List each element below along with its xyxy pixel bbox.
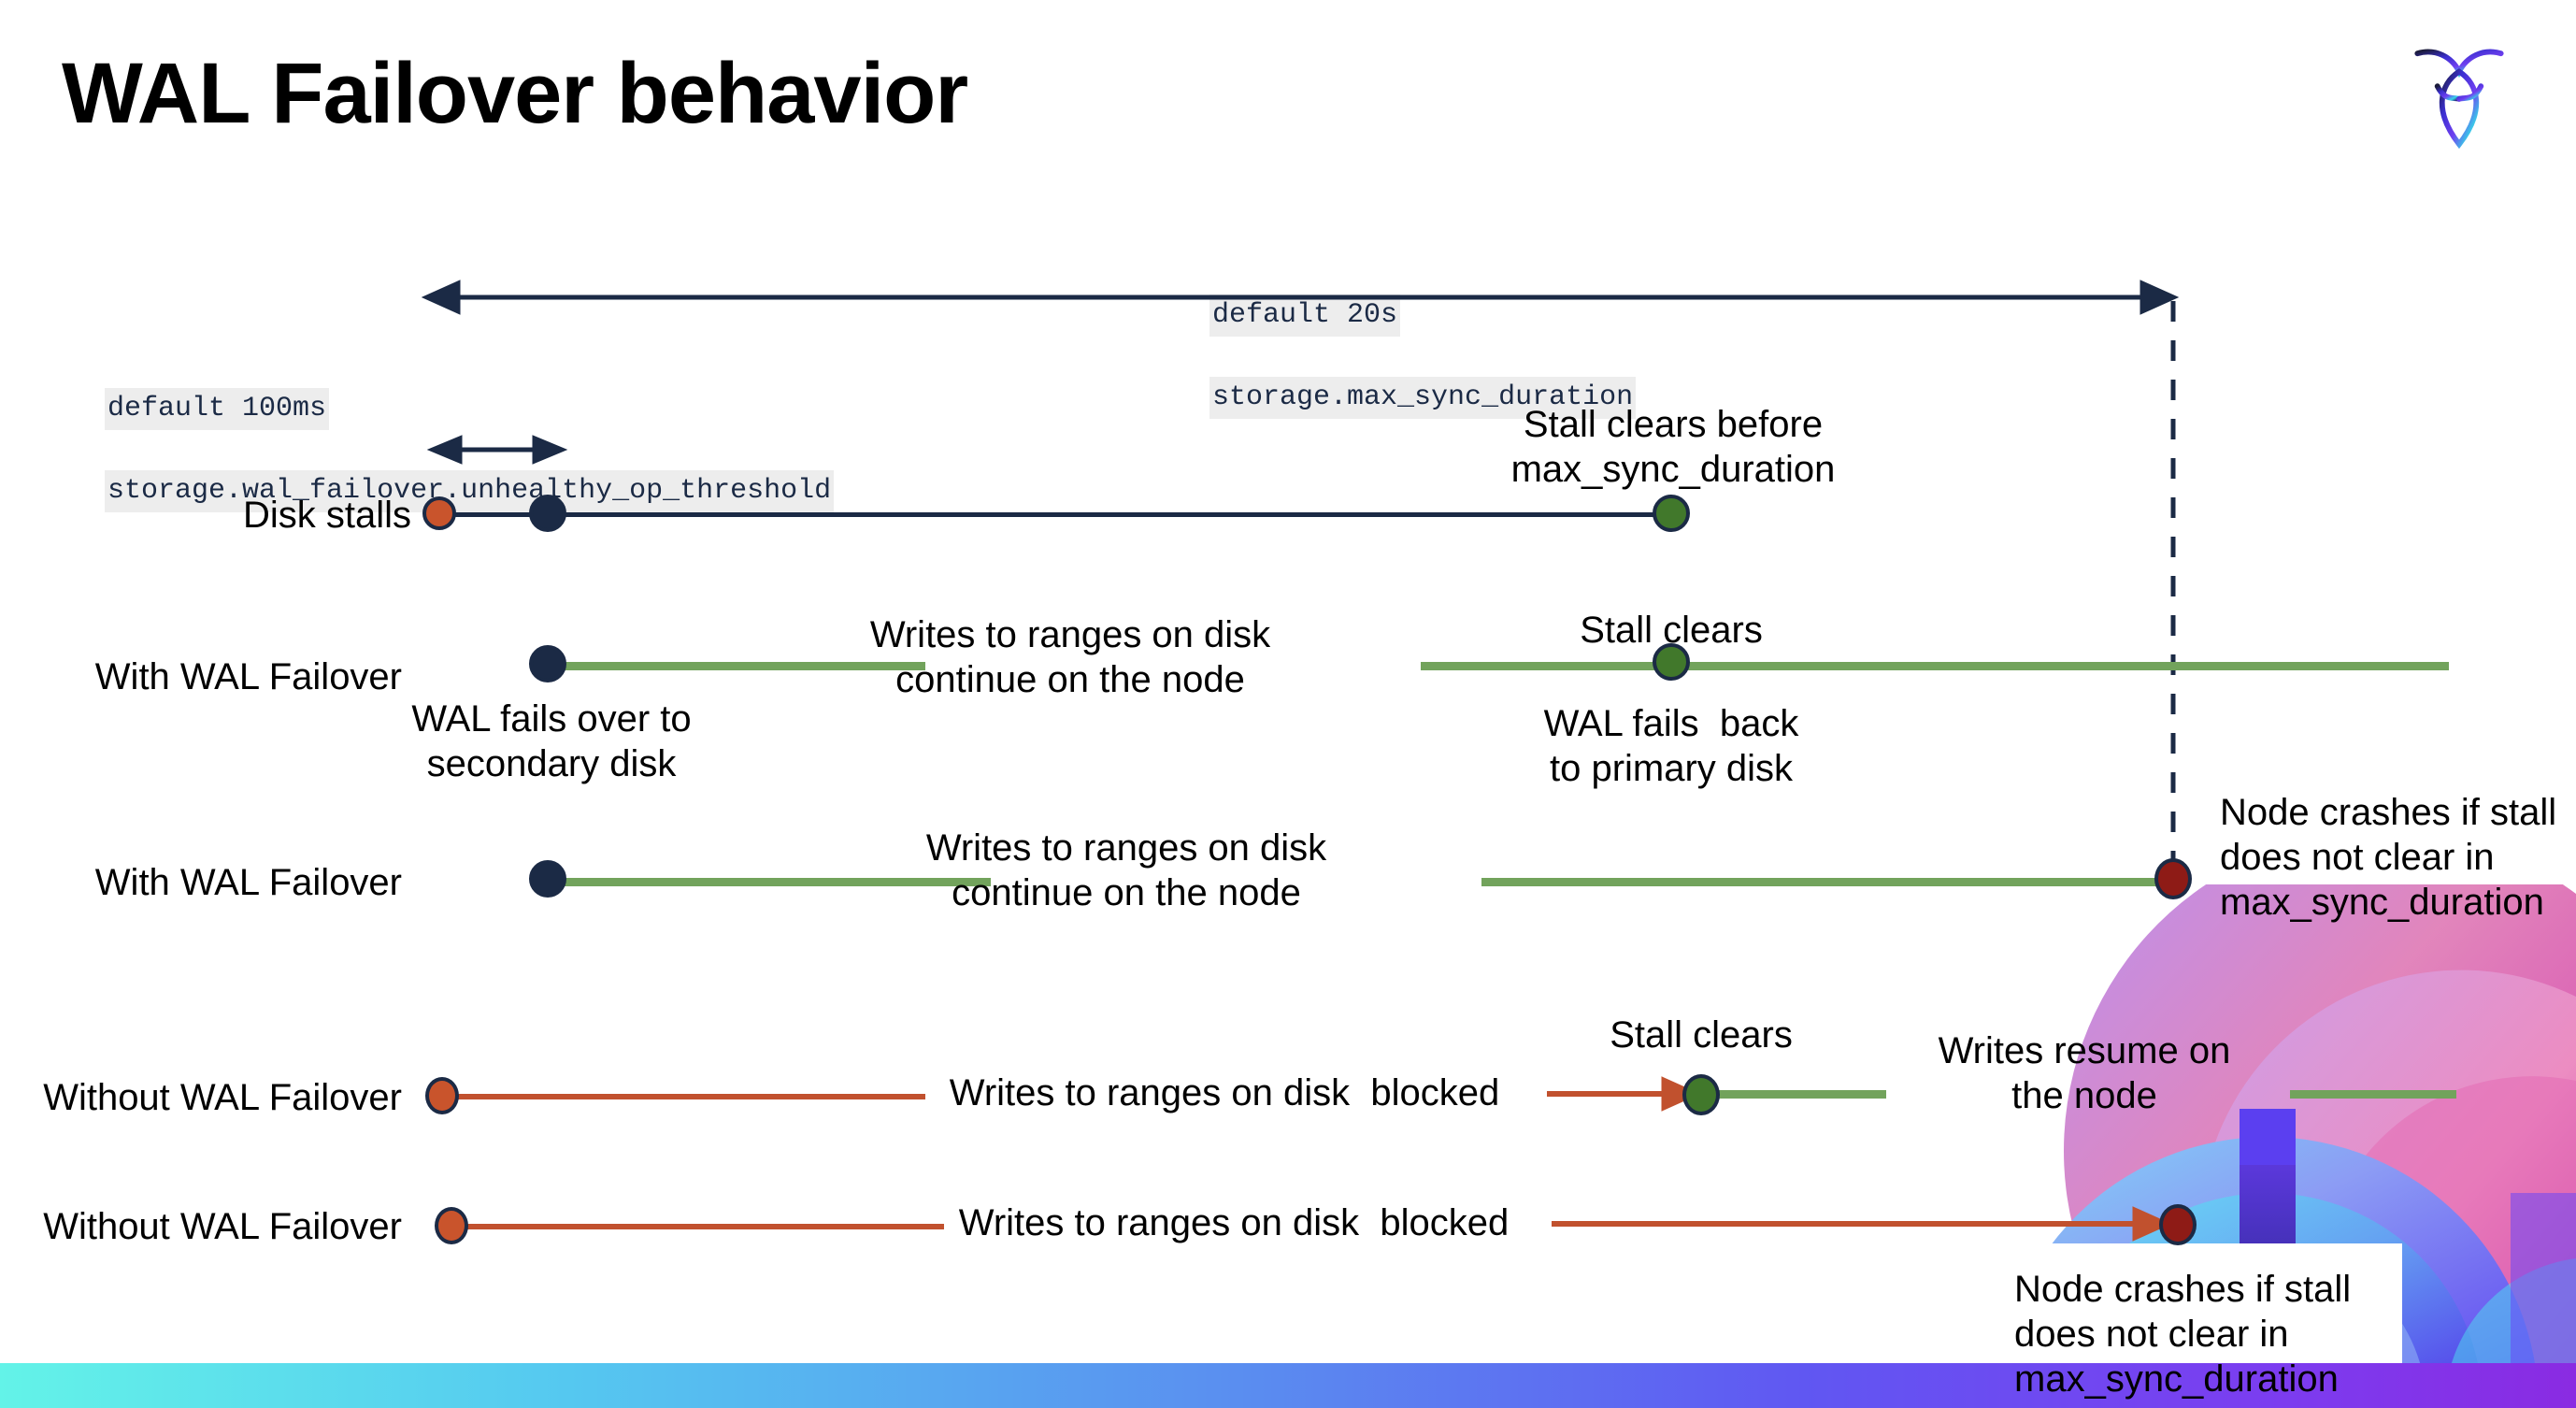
without-wal-failover-1-blocked-line	[449, 1094, 925, 1099]
note-wal-fails-back: WAL fails back to primary disk	[1543, 703, 1799, 789]
disk-stall-start-dot	[422, 496, 456, 530]
note-stall-clears-before-max-sync: Stall clears before max_sync_duration	[1510, 404, 1836, 490]
note-writes-continue-1: Writes to ranges on disk continue on the…	[869, 614, 1271, 700]
node-crash-dot-1	[2154, 858, 2192, 899]
note-wal-fails-over: WAL fails over to secondary disk	[411, 698, 692, 784]
with-wal-failover-2-segment-a	[542, 878, 991, 886]
disk-stall-clear-dot	[1653, 495, 1690, 532]
callout-unhealthy-op-threshold: default 100ms storage.wal_failover.unhea…	[37, 348, 835, 553]
row-label-without-wal-failover-1: Without WAL Failover	[43, 1077, 402, 1118]
node-crash-dot-2	[2159, 1204, 2197, 1245]
note-writes-resume: Writes resume on the node	[1938, 1030, 2231, 1116]
with-wal-failover-1-segment-a	[542, 662, 925, 670]
row-label-without-wal-failover-2: Without WAL Failover	[43, 1206, 402, 1247]
without-wal-failover-2-blocked-line	[458, 1224, 944, 1229]
bottom-gradient-bar	[0, 1363, 2576, 1408]
note-writes-continue-2: Writes to ranges on disk continue on the…	[925, 827, 1327, 913]
disk-stall-start-dot-2	[425, 1077, 459, 1114]
page-title: WAL Failover behavior	[62, 46, 968, 141]
callout-unhealthy-setting: storage.wal_failover.unhealthy_op_thresh…	[105, 470, 835, 512]
disk-stalls-timeline	[439, 512, 1673, 517]
without-wal-failover-1-resume-line-a	[1718, 1090, 1886, 1099]
stall-clear-dot-2	[1682, 1074, 1720, 1115]
wal-failback-dot	[1653, 643, 1690, 681]
callout-max-sync-duration: default 20s storage.max_sync_duration	[1142, 254, 1637, 459]
row-label-with-wal-failover-2: With WAL Failover	[94, 862, 402, 903]
cockroachdb-logo-icon	[2414, 49, 2504, 150]
row-label-disk-stalls: Disk stalls	[242, 495, 411, 536]
wal-failover-trigger-dot	[529, 495, 566, 532]
with-wal-failover-2-segment-b	[1481, 878, 2173, 886]
callout-max-sync-default: default 20s	[1209, 295, 1401, 337]
wal-failover-start-dot-1	[529, 645, 566, 682]
wal-failover-start-dot-2	[529, 860, 566, 898]
with-wal-failover-1-segment-b	[1421, 662, 2449, 670]
note-node-crashes-1: Node crashes if stall does not clear in …	[2220, 792, 2557, 923]
note-node-crashes-2: Node crashes if stall does not clear in …	[2014, 1269, 2352, 1400]
note-writes-blocked-1: Writes to ranges on disk blocked	[949, 1072, 1500, 1113]
callout-max-sync-setting: storage.max_sync_duration	[1209, 377, 1637, 419]
note-stall-clears-1: Stall clears	[1580, 610, 1763, 651]
without-wal-failover-1-resume-line-b	[2290, 1090, 2456, 1099]
row-label-with-wal-failover-1: With WAL Failover	[94, 656, 402, 697]
note-writes-blocked-2: Writes to ranges on disk blocked	[958, 1202, 1510, 1243]
callout-unhealthy-default: default 100ms	[105, 388, 330, 430]
note-stall-clears-2: Stall clears	[1610, 1014, 1793, 1056]
disk-stall-start-dot-3	[435, 1207, 468, 1244]
